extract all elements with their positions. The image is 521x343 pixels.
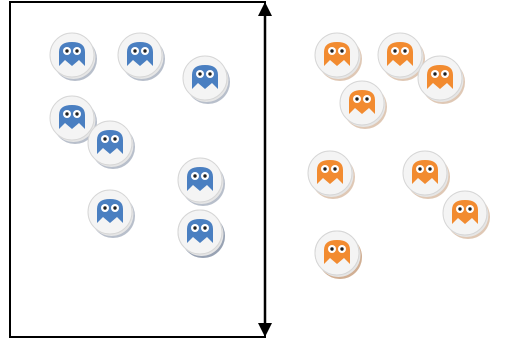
orange-creature-token [314,32,362,81]
blue-creature-token [87,120,135,169]
orange-creature-token [417,55,465,104]
blue-creature-token [87,189,135,238]
orange-creature-token [442,190,490,239]
divider-arrow [258,2,272,337]
blue-creature-token [177,157,225,206]
orange-creature-token [402,150,450,199]
blue-creature-token [49,32,97,81]
arrow-head-bottom [258,323,272,337]
orange-creature-token [339,80,387,129]
blue-creature-token [117,32,165,81]
blue-creature-token [177,209,225,258]
orange-creature-token [377,32,425,81]
arrow-head-top [258,2,272,16]
blue-creature-token [49,95,97,144]
left-group [49,32,230,258]
blue-creature-token [182,55,230,104]
orange-creature-token [307,150,355,199]
orange-creature-token [314,230,362,279]
right-group [307,32,490,279]
